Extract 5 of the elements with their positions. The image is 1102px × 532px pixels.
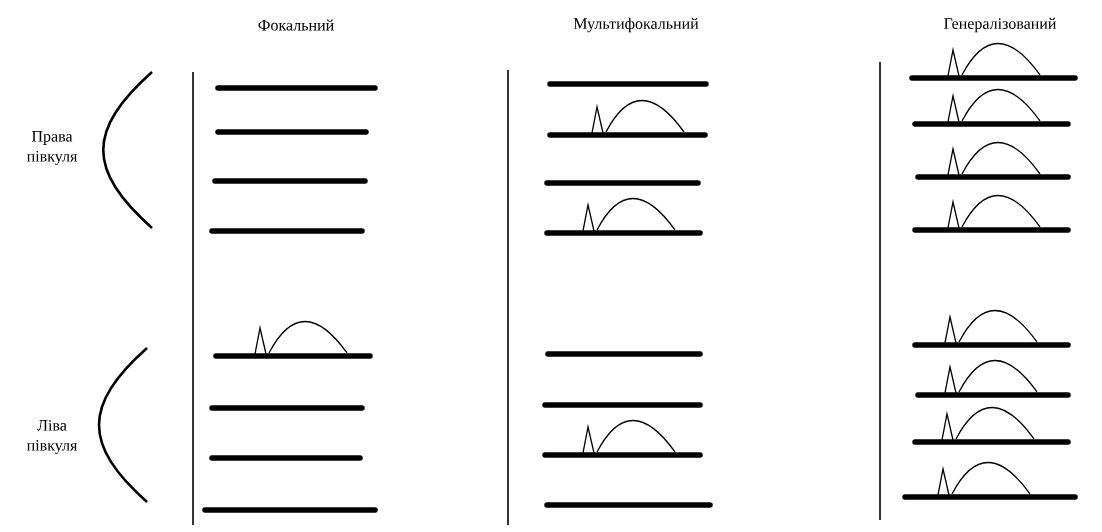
column-heading: Генералізований [944, 17, 1057, 33]
column-heading: Фокальний [258, 19, 334, 31]
row-label: Права півкуля [26, 131, 78, 165]
column-heading: Мультифокальний [573, 17, 699, 33]
row-label: Ліва півкуля [26, 420, 78, 454]
